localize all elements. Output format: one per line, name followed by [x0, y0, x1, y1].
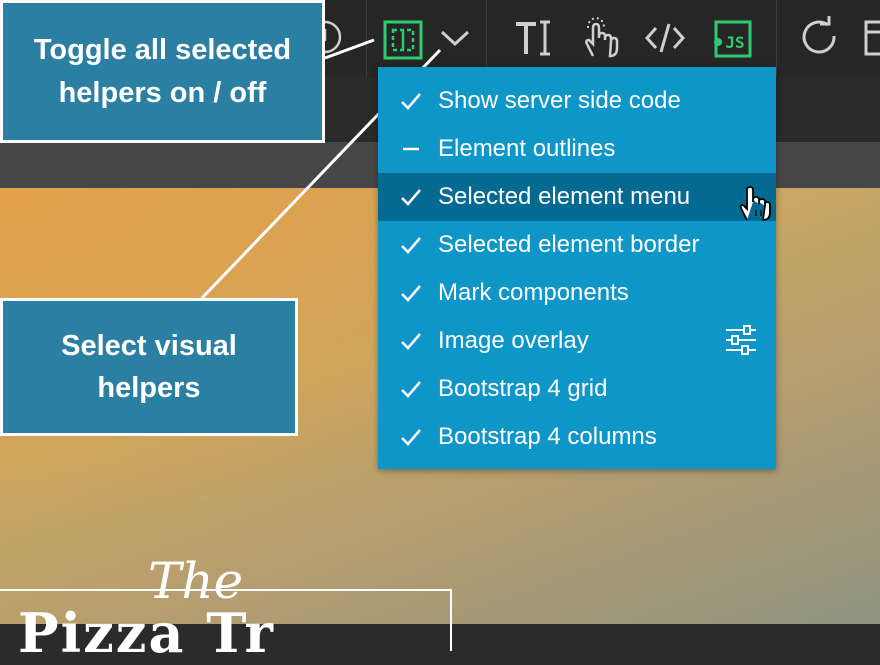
check-icon — [378, 77, 438, 125]
chevron-down-icon[interactable] — [432, 14, 478, 60]
refresh-icon[interactable] — [796, 14, 842, 60]
menu-item-bootstrap-4-columns[interactable]: Bootstrap 4 columns — [378, 413, 776, 461]
menu-item-label: Bootstrap 4 grid — [438, 375, 608, 402]
menu-item-selected-element-menu[interactable]: Selected element menu — [378, 173, 776, 221]
check-icon — [378, 413, 438, 461]
check-icon — [378, 317, 438, 365]
callout-text: Select visual helpers — [61, 329, 237, 404]
menu-item-label: Selected element border — [438, 231, 700, 258]
check-icon — [378, 365, 438, 413]
hand-cursor-icon — [739, 186, 771, 221]
check-icon — [378, 221, 438, 269]
menu-item-image-overlay[interactable]: Image overlay — [378, 317, 776, 365]
callout-text: Toggle all selected helpers on / off — [33, 34, 292, 109]
menu-item-show-server-side-code[interactable]: Show server side code — [378, 77, 776, 125]
menu-item-label: Bootstrap 4 columns — [438, 423, 657, 450]
window-icon[interactable] — [862, 14, 880, 60]
sliders-icon[interactable] — [724, 325, 758, 355]
check-icon — [378, 269, 438, 317]
visual-helpers-toggle-icon[interactable] — [380, 14, 426, 60]
hand-pointer-icon[interactable] — [576, 14, 622, 60]
javascript-label: JS — [725, 33, 744, 52]
menu-item-mark-components[interactable]: Mark components — [378, 269, 776, 317]
dash-icon — [378, 125, 438, 173]
hero-title: Pizza Tr — [18, 601, 275, 665]
menu-item-bootstrap-4-grid[interactable]: Bootstrap 4 grid — [378, 365, 776, 413]
hero-frame — [0, 589, 452, 651]
visual-helpers-menu: Show server side code Element outlines S… — [378, 67, 776, 469]
menu-item-label: Mark components — [438, 279, 629, 306]
text-edit-icon[interactable] — [510, 14, 556, 60]
callout-select-helpers: Select visual helpers — [0, 298, 298, 436]
menu-item-label: Element outlines — [438, 135, 616, 162]
javascript-icon[interactable]: JS — [708, 14, 754, 60]
callout-toggle-helpers: Toggle all selected helpers on / off — [0, 0, 325, 143]
menu-item-label: Image overlay — [438, 327, 589, 354]
menu-item-label: Selected element menu — [438, 183, 691, 210]
check-icon — [378, 173, 438, 221]
menu-item-selected-element-border[interactable]: Selected element border — [378, 221, 776, 269]
hero-kicker: The — [148, 552, 244, 610]
menu-item-element-outlines[interactable]: Element outlines — [378, 125, 776, 173]
menu-item-label: Show server side code — [438, 87, 681, 114]
code-icon[interactable] — [642, 14, 688, 60]
